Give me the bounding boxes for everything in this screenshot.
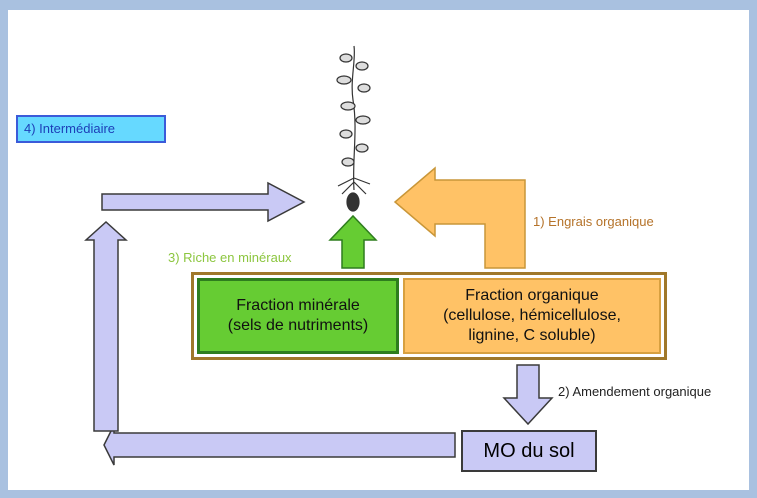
fraction-organique-detail-1: (cellulose, hémicellulose, bbox=[443, 307, 621, 324]
fraction-organique-box: Fraction organique (cellulose, hémicellu… bbox=[403, 278, 661, 354]
mo-du-sol-box: MO du sol bbox=[461, 430, 597, 472]
fraction-minerale-title: Fraction minérale bbox=[236, 297, 360, 314]
arrow-loop-top bbox=[101, 181, 306, 223]
label-amendement-organique: 2) Amendement organique bbox=[558, 384, 712, 399]
diagram-arrows bbox=[84, 45, 554, 466]
fraction-minerale-box: Fraction minérale (sels de nutriments) bbox=[197, 278, 399, 354]
arrow-loop-bottom bbox=[103, 424, 456, 466]
arrow-loop-left bbox=[84, 220, 128, 432]
label-engrais-organique: 1) Engrais organique bbox=[533, 214, 654, 229]
fraction-minerale-detail: (sels de nutriments) bbox=[227, 317, 369, 334]
fraction-organique-detail-2: lignine, C soluble) bbox=[468, 327, 596, 344]
arrow-engrais bbox=[393, 166, 526, 269]
label-intermediate: 4) Intermédiaire bbox=[16, 115, 166, 143]
arrow-amendement bbox=[502, 364, 554, 426]
label-riche-mineraux: 3) Riche en minéraux bbox=[168, 250, 292, 265]
plant-icon bbox=[336, 45, 371, 212]
fraction-organique-title: Fraction organique bbox=[465, 287, 599, 304]
arrow-riche bbox=[328, 214, 378, 269]
